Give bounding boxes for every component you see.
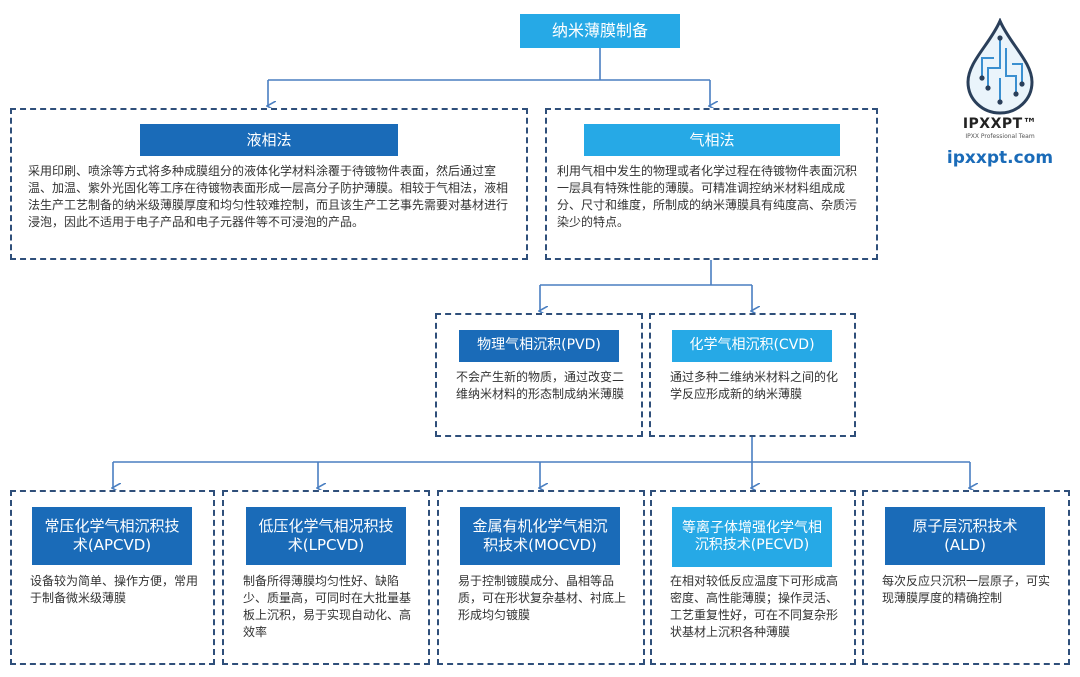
cvd-title-text: 化学气相沉积(CVD) [689,337,815,354]
liquid-method-title-text: 液相法 [246,130,292,149]
technique-desc-mocvd: 易于控制镀膜成分、晶相等品质，可在形状复杂基材、衬底上形成均匀镀膜 [458,574,627,622]
liquid-method-desc: 采用印刷、喷涂等方式将多种成膜组分的液体化学材料涂覆于待镀物件表面，然后通过室温… [28,164,509,229]
pvd-desc: 不会产生新的物质，通过改变二维纳米材料的形态制成纳米薄膜 [456,370,625,401]
gas-method-desc: 利用气相中发生的物理或者化学过程在待镀物件表面沉积一层具有特殊性能的薄膜。可精准… [557,164,858,229]
gas-method-title: 气相法 [584,124,840,156]
pvd-title: 物理气相沉积(PVD) [459,330,619,362]
technique-desc-pecvd: 在相对较低反应温度下可形成高密度、高性能薄膜；操作灵活、工艺重复性好，可在不同复… [670,574,839,639]
root-node: 纳米薄膜制备 [520,14,680,48]
technique-title-lpcvd-text: 低压化学气相况积技术(LPCVD) [258,517,394,554]
cvd-title: 化学气相沉积(CVD) [672,330,832,362]
water-drop-circuit-logo [966,18,1034,115]
logo-url[interactable]: ipxxpt.com [946,148,1054,168]
technique-desc-ald: 每次反应只沉积一层原子，可实现薄膜厚度的精确控制 [882,574,1051,605]
root-title: 纳米薄膜制备 [551,21,648,40]
connector-gas [540,260,752,286]
technique-title-ald-text: 原子层沉积技术(ALD) [912,517,1018,554]
technique-desc-lpcvd: 制备所得薄膜均匀性好、缺陷少、质量高，可同时在大批量基板上沉积，易于实现自动化、… [243,574,412,639]
pvd-title-text: 物理气相沉积(PVD) [477,337,601,354]
technique-title-apcvd: 常压化学气相沉积技术(APCVD) [32,507,192,565]
technique-desc-apcvd: 设备较为简单、操作方便，常用于制备微米级薄膜 [30,574,199,605]
technique-title-ald: 原子层沉积技术(ALD) [885,507,1045,565]
logo-subtitle: IPXX Professional Team [965,133,1035,140]
connector-root [268,48,710,81]
technique-title-lpcvd: 低压化学气相况积技术(LPCVD) [246,507,406,565]
logo-brand: IPXXPT™ [962,116,1038,132]
technique-title-mocvd-text: 金属有机化学气相沉积技术(MOCVD) [472,517,608,554]
connector-cvd [113,436,970,463]
technique-title-pecvd: 等离子体增强化学气相沉积技术(PECVD) [672,507,832,567]
technique-title-mocvd: 金属有机化学气相沉积技术(MOCVD) [460,507,620,565]
cvd-desc: 通过多种二维纳米材料之间的化学反应形成新的纳米薄膜 [670,370,839,401]
gas-method-title-text: 气相法 [689,130,735,149]
liquid-method-title: 液相法 [140,124,398,156]
technique-title-pecvd-text: 等离子体增强化学气相沉积技术(PECVD) [682,519,822,554]
technique-title-apcvd-text: 常压化学气相沉积技术(APCVD) [44,517,180,554]
